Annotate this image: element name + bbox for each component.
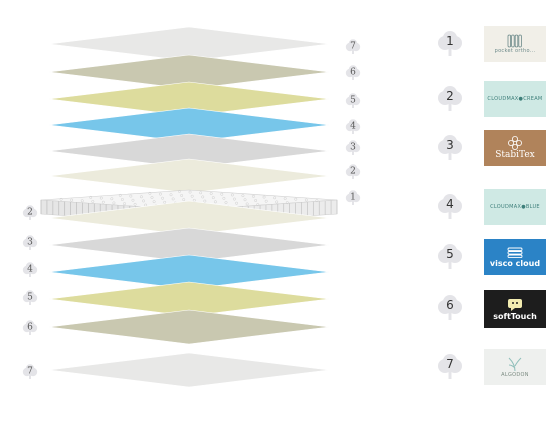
layer-number-left-2: 2 (22, 205, 38, 220)
svg-text:2: 2 (27, 208, 33, 218)
layer-number-right-1: 1 (345, 190, 361, 205)
brand-logo-7: ALGODON (484, 349, 546, 385)
layer-number-right-7: 7 (345, 39, 361, 54)
legend-row-5: 5 visco cloud (436, 239, 556, 279)
layer-number-left-5: 5 (22, 290, 38, 305)
layer-number-labels: 7 6 5 4 3 2 1 2 3 4 5 6 7 (22, 39, 361, 379)
layer-top-3-stabitex (48, 133, 330, 169)
svg-text:5: 5 (27, 293, 33, 303)
legend-row-1: 1 pocket ortho... (436, 26, 556, 66)
layer-top-6-softtouch (48, 54, 330, 90)
brand-logo-3: StabiTex (484, 130, 546, 166)
layer-top-7-cotton (48, 26, 330, 62)
layer-number-left-4: 4 (22, 262, 38, 277)
svg-text:7: 7 (350, 42, 356, 52)
layer-number-right-6: 6 (345, 65, 361, 80)
brand-logo-text: softTouch (493, 311, 537, 321)
layer-bottom-5-visco (48, 281, 330, 317)
number-badge-icon: 7 (436, 353, 464, 381)
legend-number: 7 (446, 357, 454, 371)
legend-number: 4 (446, 197, 454, 211)
number-badge-icon: 2 (436, 85, 464, 113)
brand-logo-text: CLOUDMAX●BLUE (490, 204, 540, 210)
layer-top-2-cloudmax-cream (48, 158, 330, 194)
svg-text:7: 7 (27, 367, 33, 377)
legend-number: 3 (446, 138, 454, 152)
brand-logo-text: StabiTex (495, 150, 535, 160)
layer-number-right-5: 5 (345, 93, 361, 108)
brand-logo-4: CLOUDMAX●BLUE (484, 189, 546, 225)
svg-text:6: 6 (27, 323, 33, 333)
legend-number: 6 (446, 298, 454, 312)
layer-number-right-3: 3 (345, 140, 361, 155)
number-badge-icon: 3 (436, 134, 464, 162)
number-badge-icon: 1 (436, 30, 464, 58)
layer-number-right-2: 2 (345, 164, 361, 179)
legend-row-6: 6 softTouch (436, 290, 556, 330)
legend-number: 5 (446, 247, 454, 261)
number-badge-icon: 6 (436, 294, 464, 322)
layer-bottom-7-cotton (48, 352, 330, 388)
brand-logo-text: ALGODON (501, 372, 529, 378)
svg-text:1: 1 (350, 193, 356, 203)
brand-logo-6: softTouch (484, 290, 546, 328)
brand-logo-text: pocket ortho... (494, 48, 536, 54)
layer-number-left-3: 3 (22, 235, 38, 250)
brand-logo-2: CLOUDMAX●CREAM (484, 81, 546, 117)
layer-number-right-4: 4 (345, 119, 361, 134)
layer-bottom-6-softtouch (48, 309, 330, 345)
layer-bottom-2-cloudmax-cream (48, 200, 330, 236)
layer-top-4-cloudmax-blue (48, 107, 330, 143)
layer-top-5-visco (48, 81, 330, 117)
svg-text:6: 6 (350, 68, 356, 78)
layer-stack (40, 26, 338, 388)
layer-bottom-4-cloudmax-blue (48, 254, 330, 290)
svg-text:5: 5 (350, 96, 356, 106)
svg-text:3: 3 (350, 143, 356, 153)
brand-logo-5: visco cloud (484, 239, 546, 275)
svg-text:3: 3 (27, 238, 33, 248)
leaf-icon (508, 357, 522, 372)
svg-text:4: 4 (350, 122, 356, 132)
speech-bubble-icon (508, 298, 522, 311)
pocket-spring-icon (507, 34, 522, 48)
brand-logo-text: CLOUDMAX●CREAM (487, 96, 543, 102)
number-badge-icon: 4 (436, 193, 464, 221)
layer-number-left-6: 6 (22, 320, 38, 335)
brand-logo-1: pocket ortho... (484, 26, 546, 62)
number-badge-icon: 5 (436, 243, 464, 271)
legend-number: 2 (446, 89, 454, 103)
layer-bottom-3-stabitex (48, 227, 330, 263)
layer-number-left-7: 7 (22, 364, 38, 379)
foam-stack-icon (507, 247, 523, 258)
svg-text:4: 4 (27, 265, 33, 275)
svg-text:2: 2 (350, 167, 356, 177)
flower-icon (508, 136, 522, 150)
legend-number: 1 (446, 34, 454, 48)
brand-logo-text: visco cloud (489, 258, 541, 268)
